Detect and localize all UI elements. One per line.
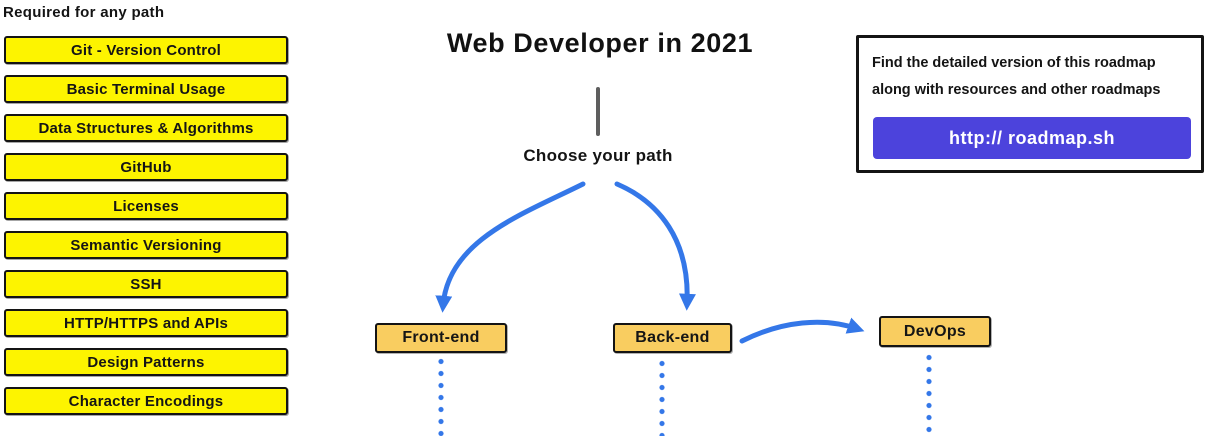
page-title: Web Developer in 2021: [446, 28, 754, 58]
choose-path-label: Choose your path: [523, 146, 673, 165]
arrow-choose-to-backend: [614, 181, 696, 311]
dotted-connector-devops: [926, 354, 932, 436]
topic-box-data-structures-algorithms[interactable]: Data Structures & Algorithms: [4, 114, 288, 142]
topic-box-github[interactable]: GitHub: [4, 153, 288, 181]
topic-box-licenses[interactable]: Licenses: [4, 192, 288, 220]
info-box-text-line1: Find the detailed version of this roadma…: [872, 55, 1156, 71]
topic-box-semantic-versioning[interactable]: Semantic Versioning: [4, 231, 288, 259]
topic-box-ssh[interactable]: SSH: [4, 270, 288, 298]
path-box-devops[interactable]: DevOps: [879, 316, 991, 347]
title-connector-line: [596, 87, 600, 136]
info-box: Find the detailed version of this roadma…: [856, 35, 1204, 173]
required-topics-list: Git - Version Control Basic Terminal Usa…: [4, 36, 288, 426]
topic-box-http-https-apis[interactable]: HTTP/HTTPS and APIs: [4, 309, 288, 337]
dotted-connector-frontend: [438, 358, 444, 436]
arrow-backend-to-devops: [739, 317, 865, 344]
required-path-heading: Required for any path: [3, 4, 165, 21]
path-box-frontend[interactable]: Front-end: [375, 323, 507, 353]
topic-box-character-encodings[interactable]: Character Encodings: [4, 387, 288, 415]
dotted-connector-backend: [659, 360, 665, 436]
arrow-choose-to-frontend: [435, 181, 586, 313]
topic-box-basic-terminal-usage[interactable]: Basic Terminal Usage: [4, 75, 288, 103]
topic-box-git-version-control[interactable]: Git - Version Control: [4, 36, 288, 64]
info-box-text-line2: along with resources and other roadmaps: [872, 82, 1161, 98]
path-box-backend[interactable]: Back-end: [613, 323, 732, 353]
roadmap-link-button[interactable]: http:// roadmap.sh: [873, 117, 1191, 159]
topic-box-design-patterns[interactable]: Design Patterns: [4, 348, 288, 376]
